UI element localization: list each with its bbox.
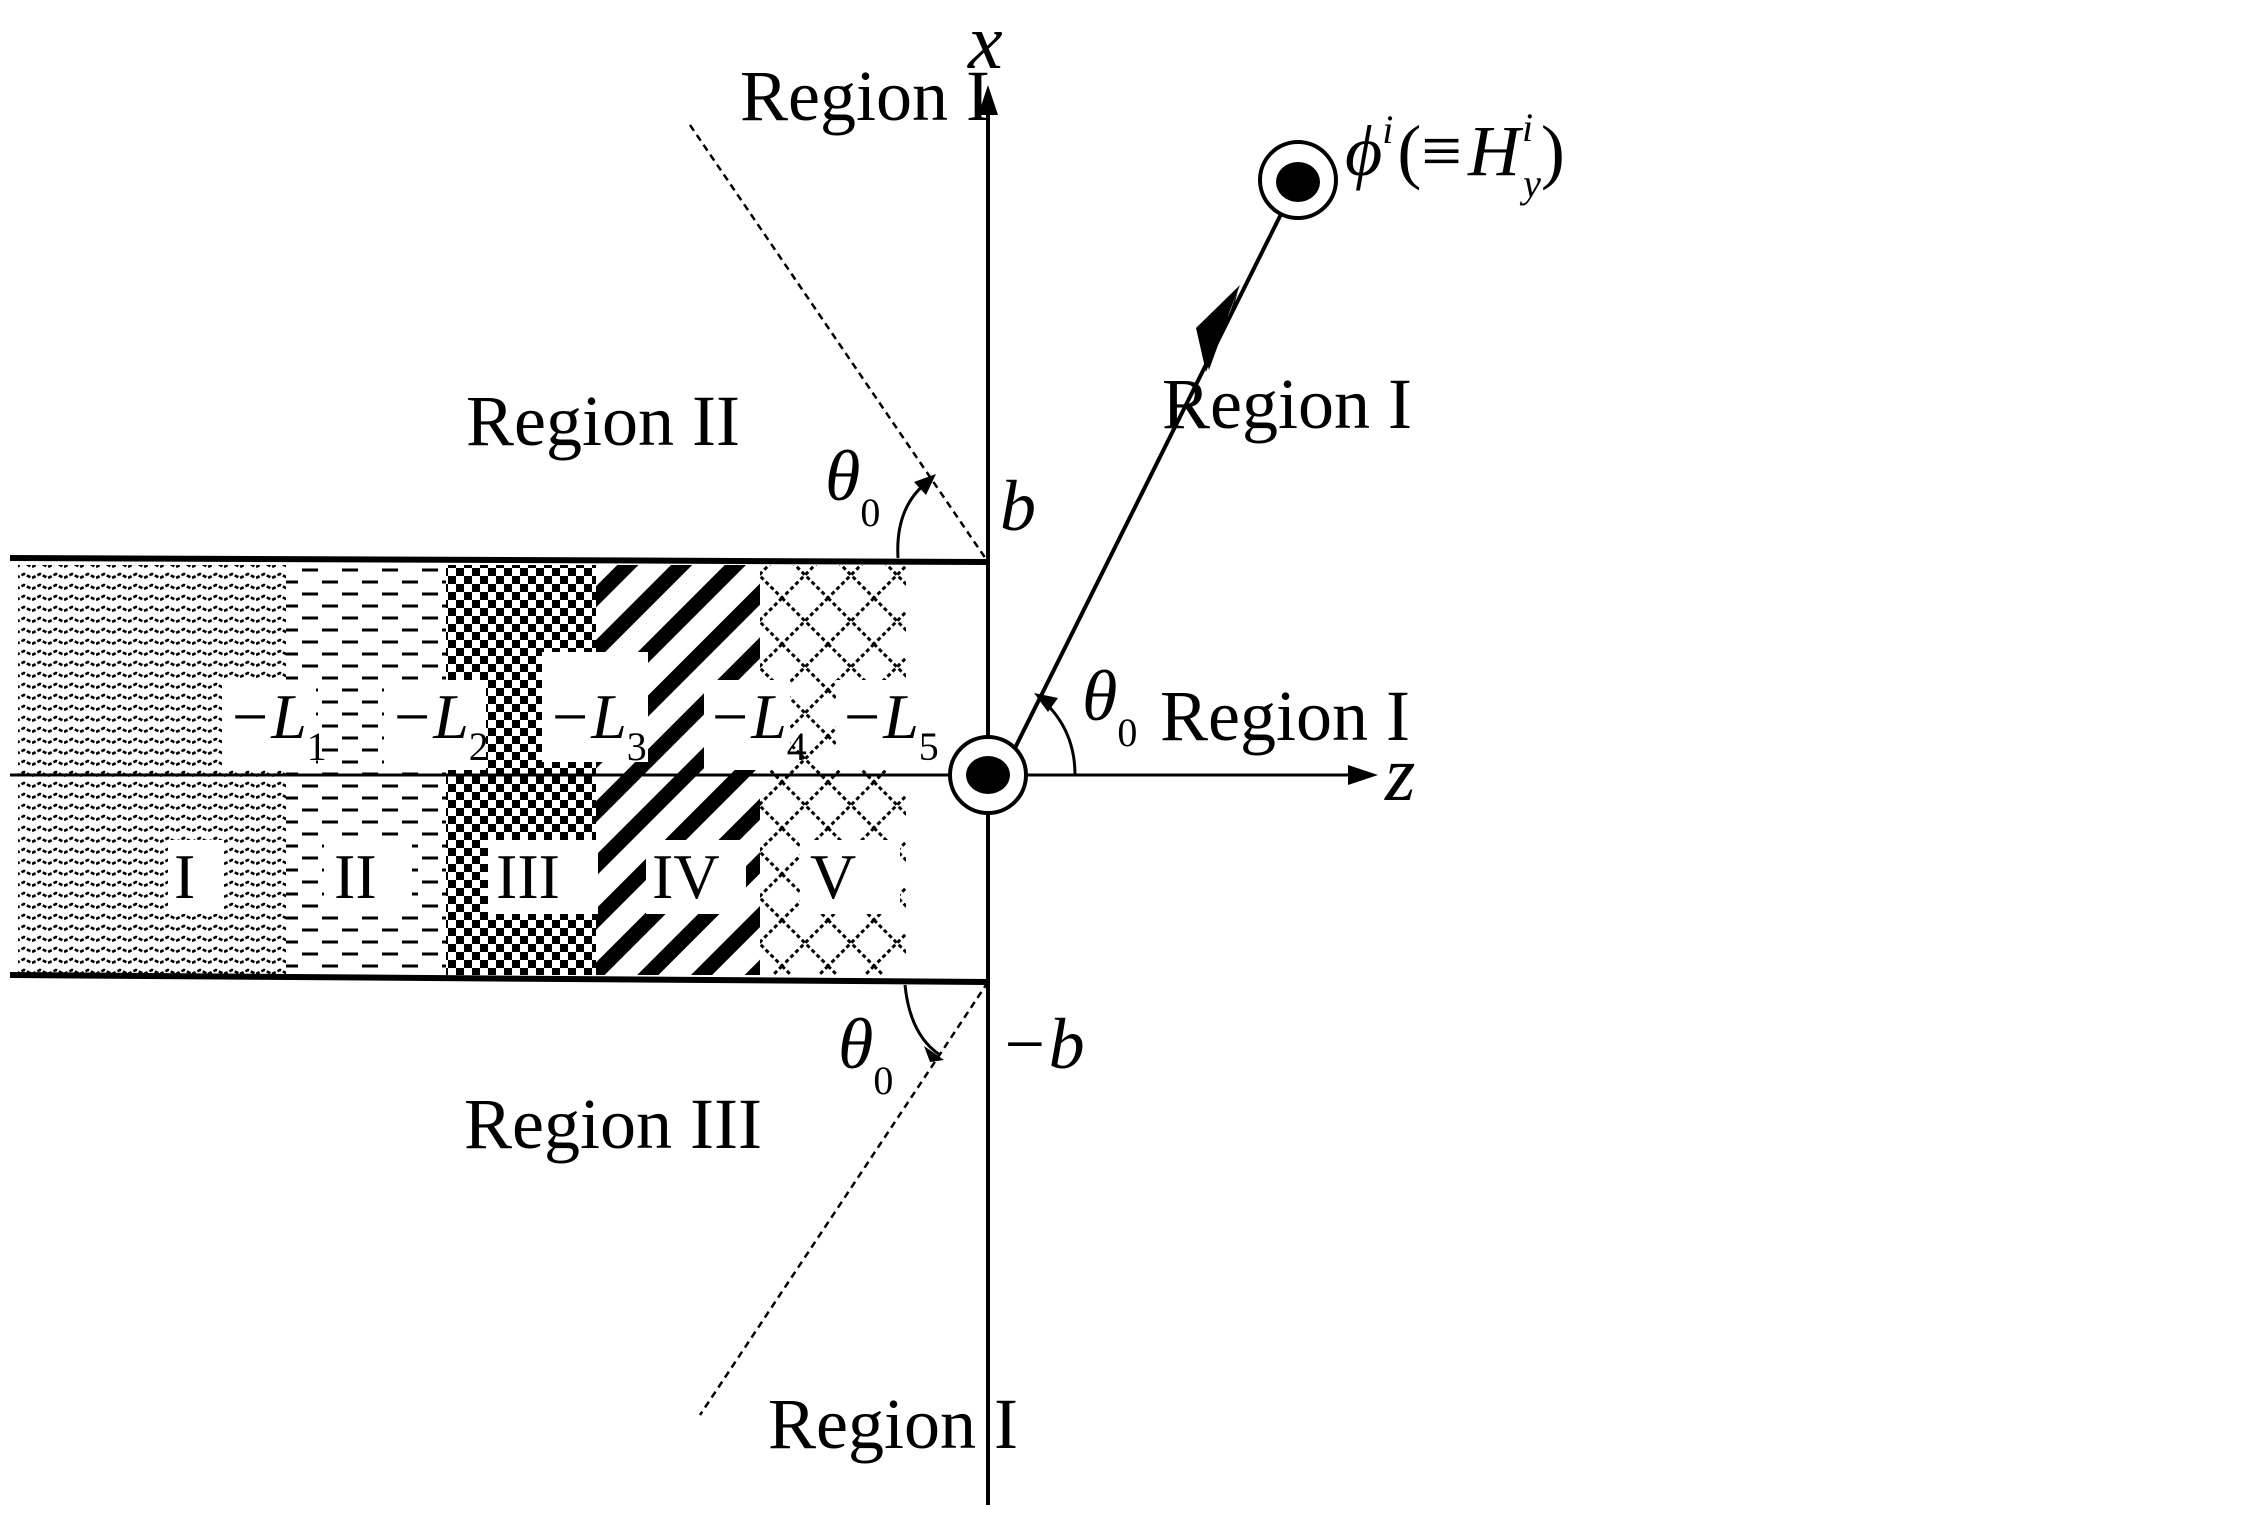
theta-lower-label: θ0 xyxy=(838,1004,893,1103)
section-label-3: III xyxy=(496,841,560,912)
region-label-middle-right: Region I xyxy=(1162,364,1412,444)
length-label-4: −L4 xyxy=(708,681,807,769)
incident-ray-arrowhead-fill xyxy=(1196,285,1240,372)
length-box-5 xyxy=(836,680,934,770)
section-label-1: I xyxy=(174,841,195,912)
x-axis-label: x xyxy=(967,0,1003,85)
length-label-3: −L3 xyxy=(548,681,647,769)
angle-arc-lower-arrowhead xyxy=(924,1046,944,1062)
section-box-1 xyxy=(168,840,224,914)
minus-b-label: −b xyxy=(1000,1004,1085,1084)
z-axis-arrowhead xyxy=(1348,765,1378,785)
region-label-lower-left: Region III xyxy=(464,1084,762,1164)
section-label-2: II xyxy=(334,841,377,912)
incident-ray xyxy=(1013,179,1300,749)
section-box-2 xyxy=(324,840,412,914)
region-label-top-right: Region I xyxy=(740,56,990,136)
angle-arc-origin-arrowhead xyxy=(1034,693,1058,712)
origin-source-dot xyxy=(966,756,1010,794)
z-axis-label: z xyxy=(1384,730,1415,817)
upper-dashed-boundary xyxy=(688,124,990,563)
theta-upper-label: θ0 xyxy=(825,436,880,535)
region-label-bottom: Region I xyxy=(768,1384,1018,1464)
section-label-5: V xyxy=(810,841,856,912)
b-label: b xyxy=(1000,466,1036,546)
upper-wall xyxy=(9,555,989,565)
region-label-upper-left: Region II xyxy=(466,381,740,461)
length-box-3 xyxy=(542,652,648,762)
length-label-2: −L2 xyxy=(390,681,489,769)
length-box-1 xyxy=(222,680,316,770)
angle-arc-lower xyxy=(903,984,941,1057)
section-box-4 xyxy=(646,840,746,914)
section-box-3 xyxy=(488,840,598,914)
length-label-1: −L1 xyxy=(228,681,327,769)
section-box-5 xyxy=(800,840,900,914)
angle-arc-upper-arrowhead xyxy=(914,474,936,495)
length-box-4 xyxy=(704,680,790,770)
region-label-lower-right: Region I xyxy=(1160,676,1410,756)
incident-source-dot xyxy=(1276,162,1320,202)
theta-origin-label: θ0 xyxy=(1082,656,1137,755)
lower-wall xyxy=(9,972,989,985)
x-axis-arrowhead xyxy=(978,85,998,115)
length-box-2 xyxy=(384,680,486,770)
length-label-5: −L5 xyxy=(840,681,939,769)
angle-arc-origin xyxy=(1039,696,1077,776)
section-label-4: IV xyxy=(652,841,720,912)
